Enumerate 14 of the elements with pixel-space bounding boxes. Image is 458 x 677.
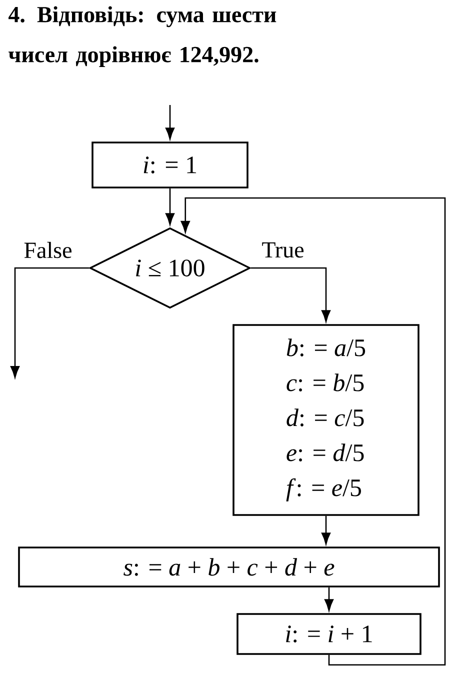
arrow — [10, 267, 90, 378]
process-box: b: = a/5 c: = b/5 d: = c/5 e: = d/5 f: = e/5 — [232, 324, 420, 516]
arrow — [324, 587, 334, 611]
title: 4. Відповідь: сума шести чисел дорівнює 124,992. — [8, 6, 276, 68]
edge-label: False — [24, 242, 72, 258]
edge-label: True — [262, 242, 304, 258]
arrow — [180, 197, 446, 666]
arrow — [321, 516, 331, 544]
arrow — [250, 267, 331, 322]
arrow — [165, 105, 175, 140]
process-box: i: = i + 1 — [236, 613, 422, 655]
process-box: i: = 1 — [92, 142, 248, 188]
arrow — [165, 188, 175, 225]
process-box: s: = a + b + c + d + e — [18, 546, 440, 588]
